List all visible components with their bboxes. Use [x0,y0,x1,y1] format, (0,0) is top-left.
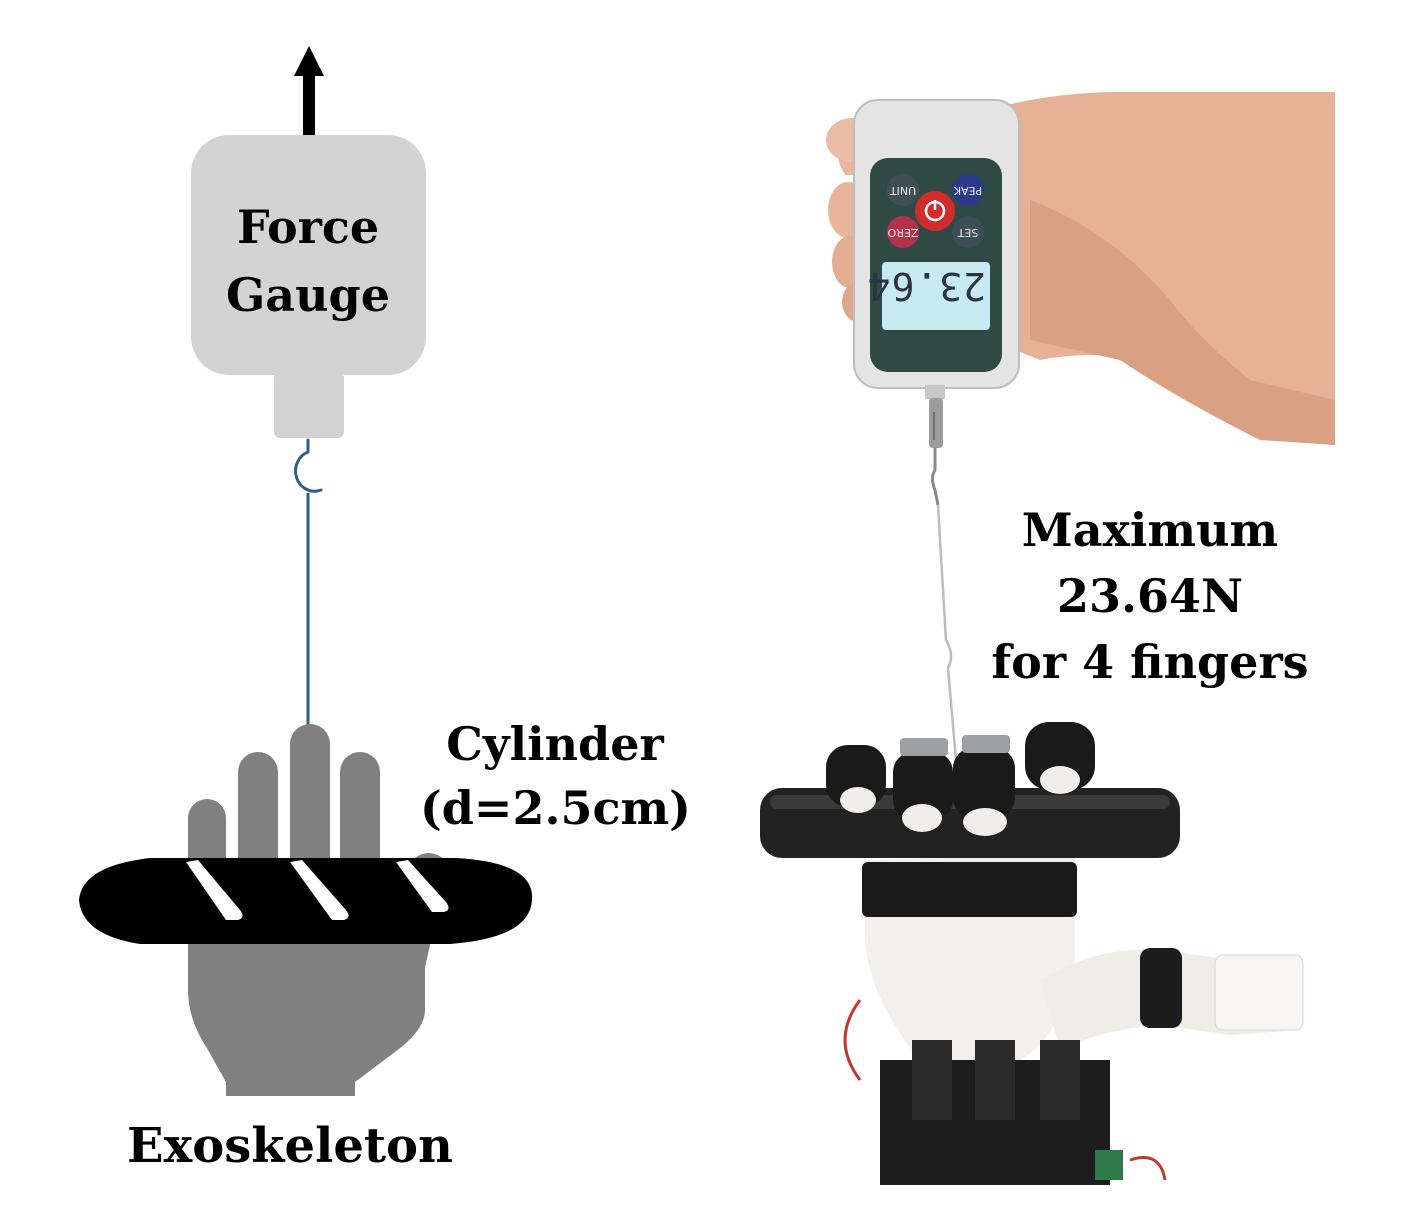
schematic-panel [79,46,533,1096]
unit-button-label: UNIT [889,184,917,197]
digital-force-gauge-icon [853,99,1020,506]
force-gauge-label: Force Gauge [190,193,426,329]
holding-hand [826,92,1335,445]
robotic-exoskeleton [760,722,1304,1185]
set-button-icon [952,216,984,248]
hook-icon [294,438,323,493]
maximum-force-label-line1: Maximum [1021,503,1279,557]
finger-slots [186,860,449,920]
cylinder-label-line1: Cylinder [446,717,664,771]
maximum-force-label-line2: 23.64N [1056,569,1244,623]
lcd-screen [882,262,990,330]
force-gauge-icon [191,135,426,438]
cylinder-label: Cylinder (d=2.5cm) [420,712,691,840]
maximum-force-label: Maximum 23.64N for 4 fingers [960,497,1340,695]
pull-arrow-icon [294,46,324,138]
maximum-force-label-line3: for 4 fingers [991,635,1309,689]
force-gauge-label-line1: Force [236,200,380,254]
cylinder-label-line2: (d=2.5cm) [420,781,691,835]
finger-ring-icon [826,722,1095,836]
measurement-wire [936,504,958,841]
unit-button-icon [887,174,919,206]
force-gauge-label-line2: Gauge [226,268,390,322]
zero-button-icon [887,216,919,248]
zero-button-label: ZERO [887,226,919,239]
peak-button-label: PEAK [953,184,983,197]
exoskeleton-label: Exoskeleton [127,1118,453,1174]
power-button-icon [915,191,955,231]
peak-button-icon [952,174,984,206]
photo-panel [760,92,1335,1185]
set-button-label: SET [957,226,979,239]
lcd-reading: 23.64 [866,264,986,308]
